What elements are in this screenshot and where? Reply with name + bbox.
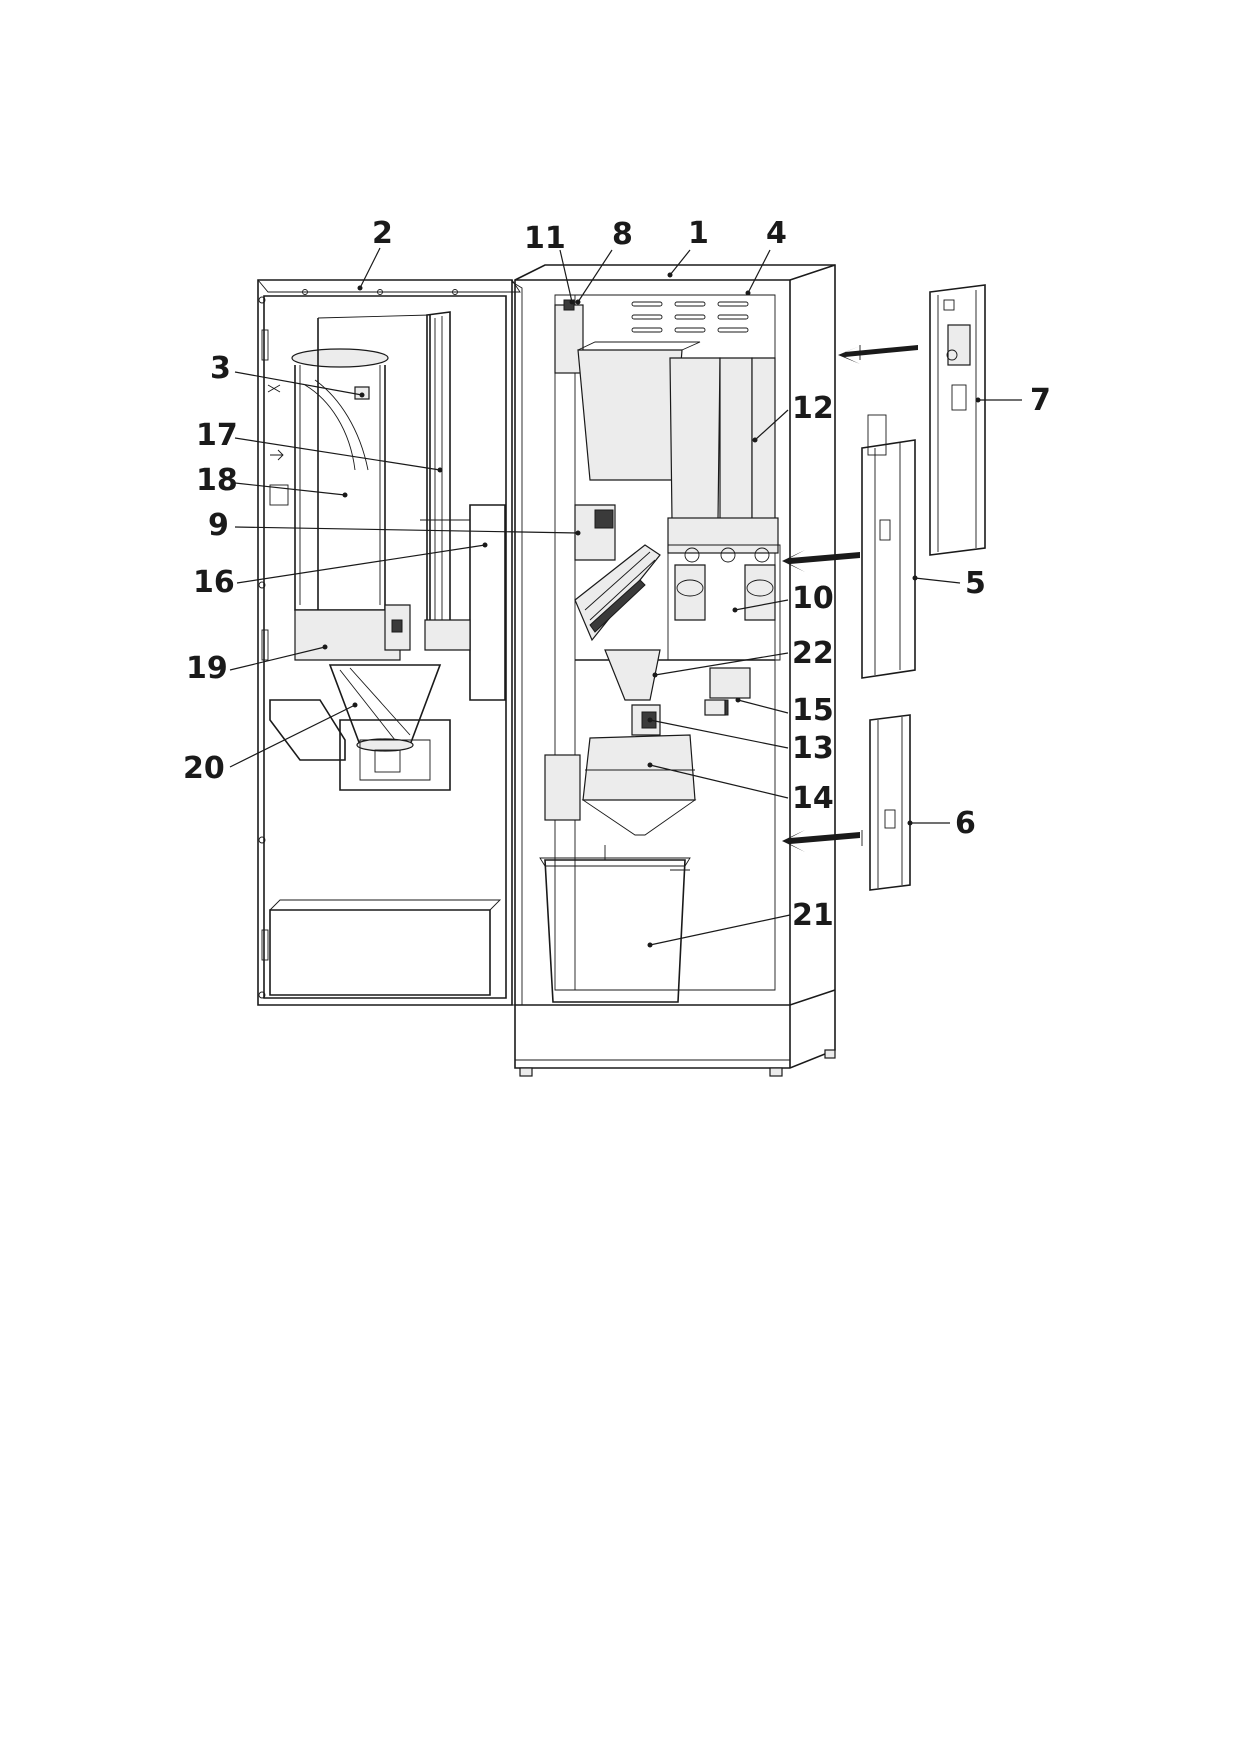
callout-5: 5 <box>965 566 986 601</box>
callout-7: 7 <box>1030 383 1051 418</box>
panel-7 <box>929 284 986 556</box>
door-assembly <box>257 279 523 1006</box>
callout-labels: 2 11 8 1 4 3 17 18 9 16 19 20 12 10 22 1… <box>183 216 1051 933</box>
leader-lines <box>229 247 1022 948</box>
callout-22: 22 <box>792 636 834 671</box>
callout-1: 1 <box>688 216 709 251</box>
callout-13: 13 <box>792 731 834 766</box>
cabinet-assembly <box>514 264 836 1077</box>
vent-slots <box>631 301 749 333</box>
callout-10: 10 <box>792 581 834 616</box>
callout-15: 15 <box>792 693 834 728</box>
callout-14: 14 <box>792 781 834 816</box>
panel-6 <box>869 714 911 891</box>
callout-18: 18 <box>196 463 238 498</box>
callout-11: 11 <box>524 221 566 256</box>
callout-3: 3 <box>210 351 231 386</box>
callout-9: 9 <box>208 508 229 543</box>
callout-16: 16 <box>193 565 235 600</box>
callout-8: 8 <box>612 217 633 252</box>
callout-21: 21 <box>792 898 834 933</box>
panel-5 <box>861 414 916 679</box>
callout-6: 6 <box>955 806 976 841</box>
callout-2: 2 <box>372 216 393 251</box>
callout-12: 12 <box>792 391 834 426</box>
callout-17: 17 <box>196 418 238 453</box>
insert-arrows <box>782 345 918 852</box>
canisters <box>667 357 779 563</box>
callout-20: 20 <box>183 751 225 786</box>
callout-4: 4 <box>766 216 787 251</box>
callout-19: 19 <box>186 651 228 686</box>
